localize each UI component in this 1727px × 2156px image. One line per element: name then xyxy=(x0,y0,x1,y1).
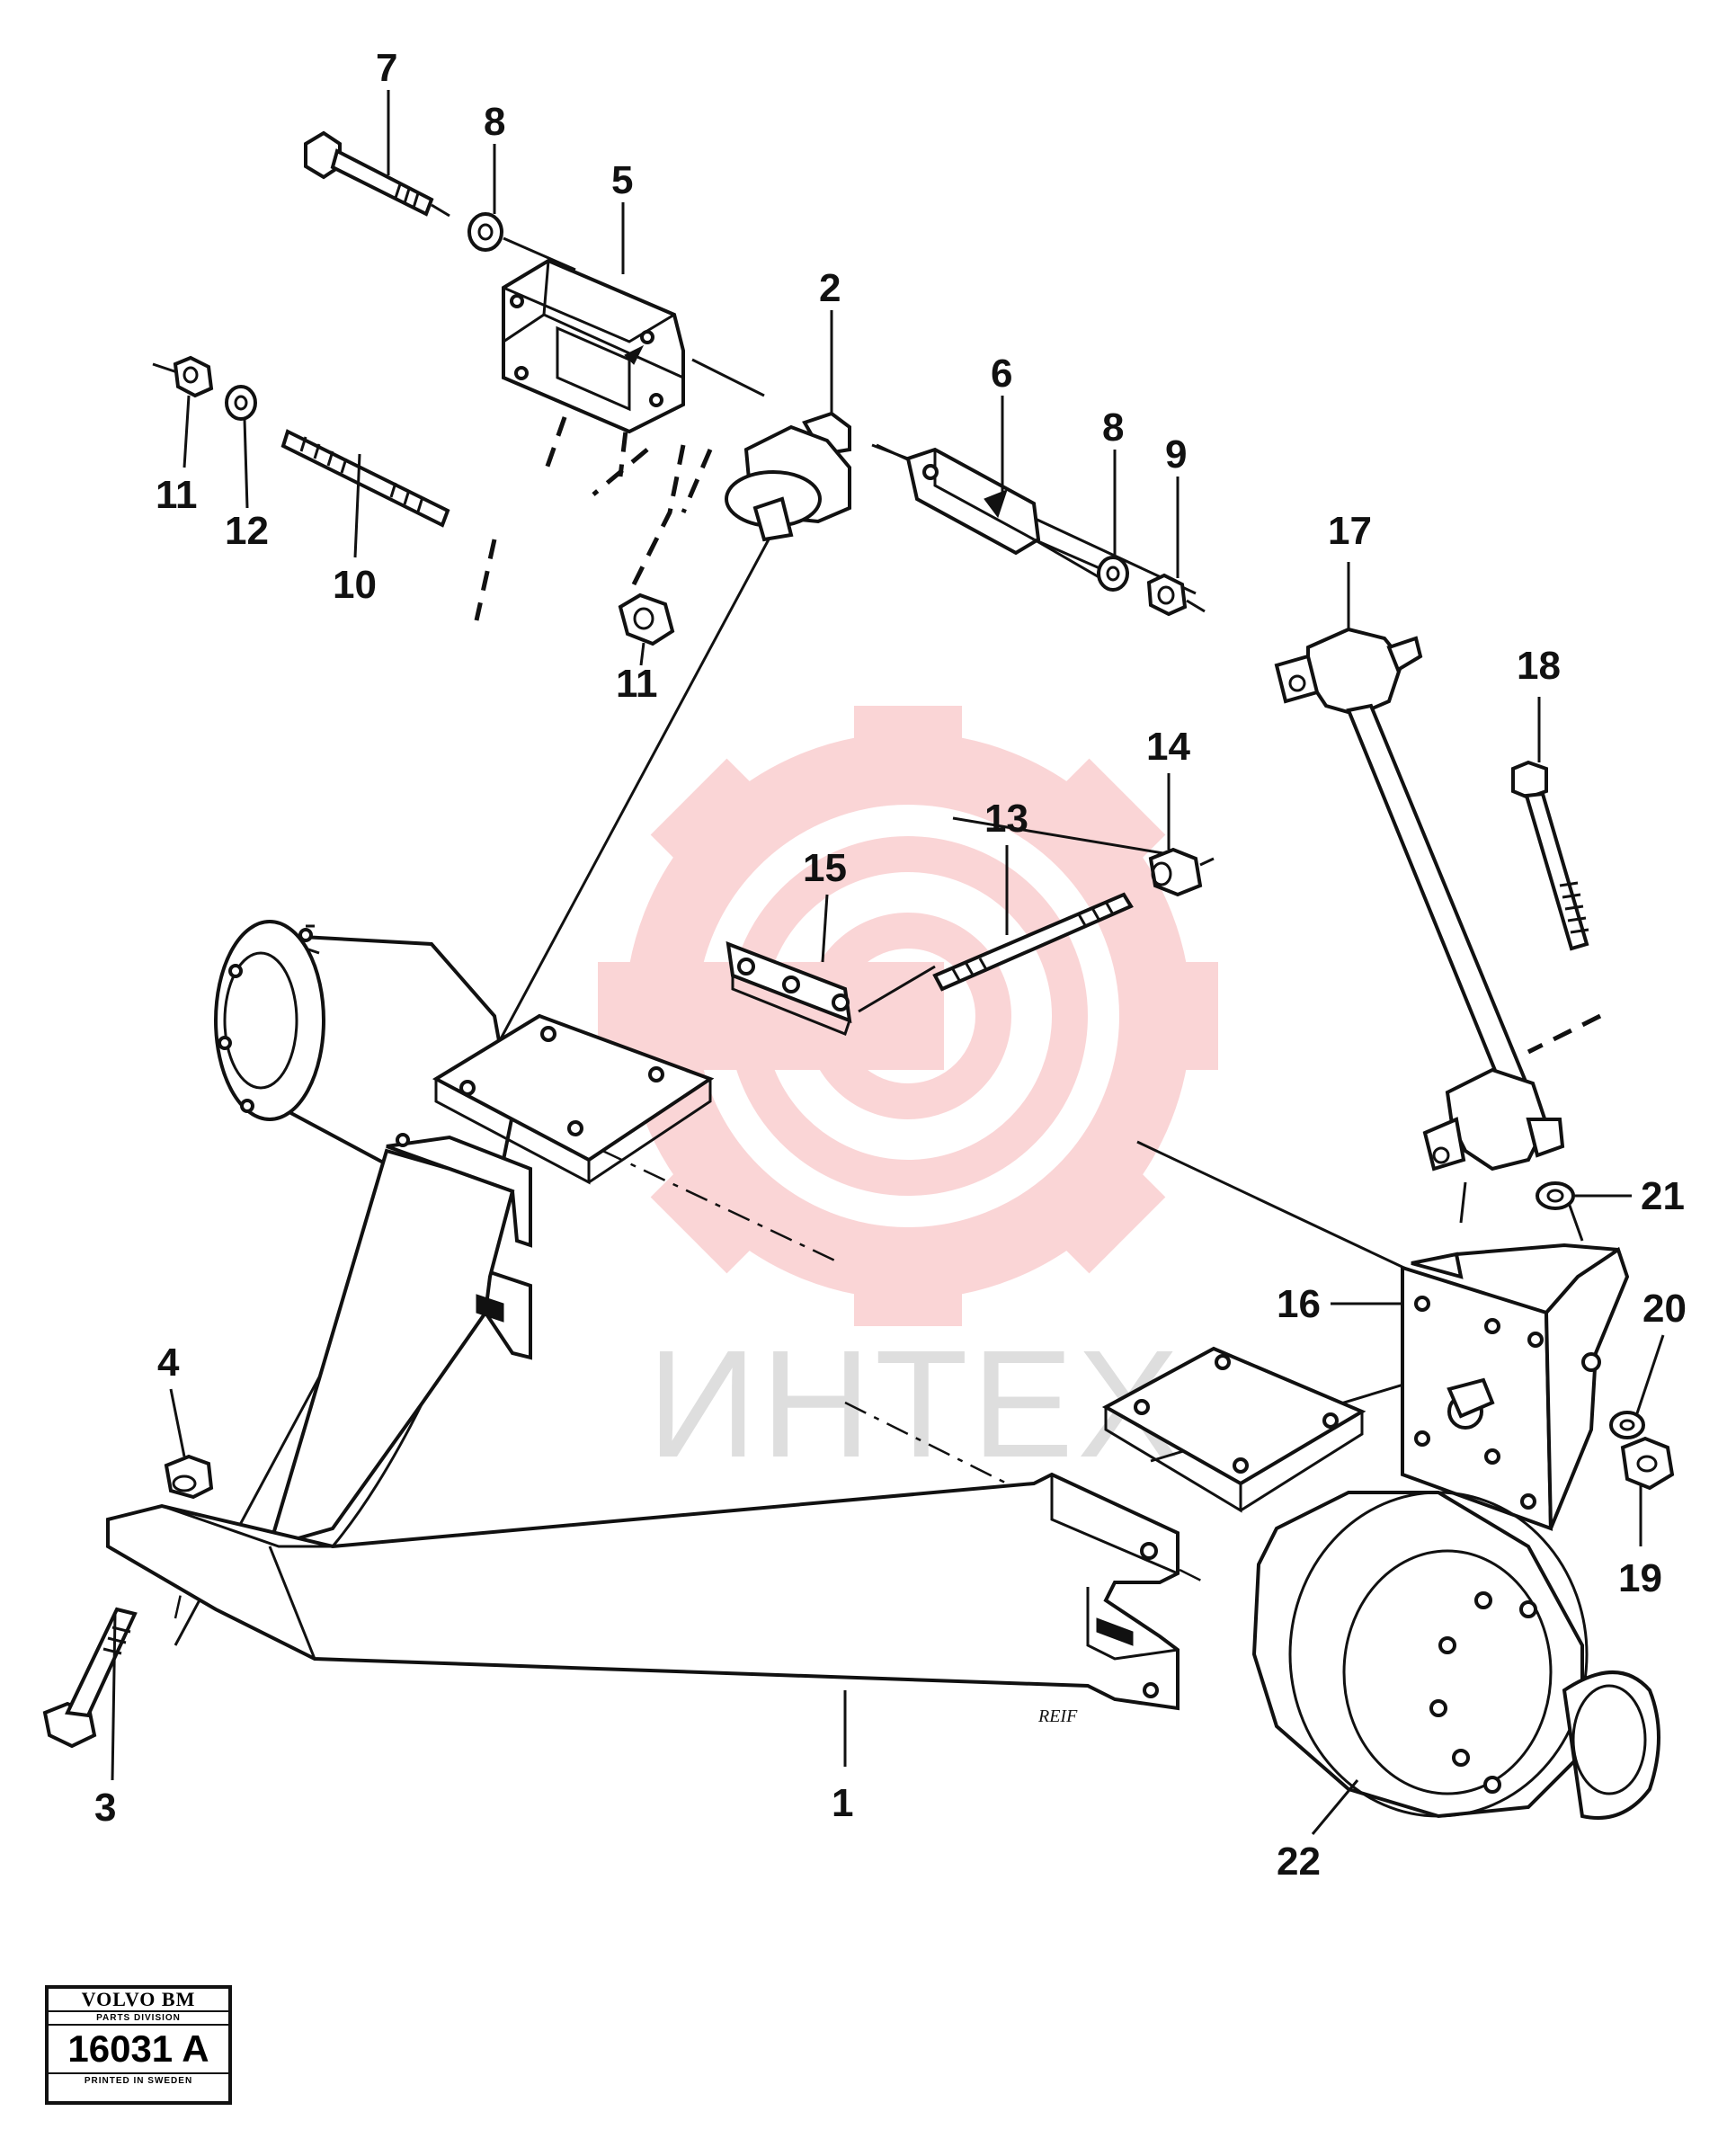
clamp-6-axis-left xyxy=(871,443,909,460)
callout-11-bottom: 11 xyxy=(616,662,658,706)
brake-drum-left xyxy=(214,920,515,1167)
title-block-stamp: VOLVO BM PARTS DIVISION 16031 A PRINTED … xyxy=(45,1985,232,2105)
callout-9: 9 xyxy=(1165,432,1187,477)
block-5-axis xyxy=(691,358,765,397)
washer-21 xyxy=(1536,1181,1575,1210)
callout-12: 12 xyxy=(225,509,269,553)
callout-19: 19 xyxy=(1618,1556,1662,1600)
rod-end-assembly-line xyxy=(1459,1181,1467,1224)
hidden-line-18 xyxy=(1527,1013,1602,1055)
nut-4 xyxy=(164,1454,214,1500)
callout-11-left: 11 xyxy=(156,473,198,517)
washer-20 xyxy=(1609,1411,1645,1439)
nut-11-bottom xyxy=(618,592,675,646)
callout-13: 13 xyxy=(984,797,1028,841)
callout-3: 3 xyxy=(94,1786,116,1830)
callout-15: 15 xyxy=(803,846,847,890)
torque-rod-17 xyxy=(1274,627,1565,1172)
callout-7: 7 xyxy=(376,46,397,90)
hidden-line-10 xyxy=(474,448,713,621)
stud-assembly-line xyxy=(952,816,1197,860)
stamp-brand: VOLVO BM xyxy=(49,1989,228,2012)
artist-signature: REIF xyxy=(1037,1706,1078,1726)
callout-14: 14 xyxy=(1146,725,1190,769)
callout-10: 10 xyxy=(333,563,377,607)
callout-2: 2 xyxy=(819,266,841,310)
nut-19 xyxy=(1620,1436,1675,1491)
callout-16: 16 xyxy=(1277,1282,1321,1326)
bracket-block-5 xyxy=(502,258,685,434)
clamp-6-axis-right xyxy=(1033,538,1107,573)
washer-12 xyxy=(225,385,257,421)
washer-8-right xyxy=(1097,556,1129,592)
stamp-drawing-number: 16031 A xyxy=(49,2026,228,2074)
watermark-gear-icon xyxy=(598,706,1218,1326)
spring-seat-right xyxy=(1101,1346,1366,1513)
nut-9-axis xyxy=(1186,599,1206,613)
plate-assembly-line xyxy=(858,965,936,1013)
clamp-6 xyxy=(905,447,1041,556)
callout-8-top: 8 xyxy=(484,100,505,144)
callout-17: 17 xyxy=(1328,509,1372,553)
stud-10 xyxy=(280,429,450,528)
callout-6: 6 xyxy=(991,352,1012,396)
nut-14-axis xyxy=(1199,857,1215,867)
plate-15 xyxy=(726,940,852,1036)
bracket-16 xyxy=(1401,1243,1630,1531)
watermark-text: ИНТЕХ xyxy=(647,1319,1183,1490)
bolt-3 xyxy=(42,1607,138,1749)
callout-5: 5 xyxy=(611,158,633,202)
nut-11-left xyxy=(173,355,214,398)
nut-14 xyxy=(1148,847,1203,897)
callout-20: 20 xyxy=(1642,1287,1687,1331)
washer-21-axis xyxy=(1567,1202,1584,1242)
nut-9 xyxy=(1146,573,1188,617)
wheel-studs xyxy=(1429,1591,1537,1794)
bolt-7-axis xyxy=(503,236,576,272)
callout-4: 4 xyxy=(157,1341,180,1385)
callout-21: 21 xyxy=(1641,1174,1685,1218)
stamp-printed: PRINTED IN SWEDEN xyxy=(84,2076,193,2086)
brake-drum-22 xyxy=(1251,1491,1660,1820)
rubber-pivot-2 xyxy=(725,411,851,542)
washer-8-top xyxy=(467,212,503,252)
bolt-18 xyxy=(1511,760,1589,951)
hidden-line-11 xyxy=(627,444,686,595)
spring-seat-left xyxy=(432,1013,715,1185)
stamp-division: PARTS DIVISION xyxy=(49,2012,228,2026)
a-frame-1 xyxy=(106,1133,1180,1711)
callout-22: 22 xyxy=(1277,1840,1321,1884)
bolt-7 xyxy=(304,130,450,218)
callout-leaders xyxy=(111,90,1665,1835)
callout-1: 1 xyxy=(832,1781,853,1825)
callout-18: 18 xyxy=(1517,644,1561,688)
callout-8-right: 8 xyxy=(1102,405,1124,450)
stud-13 xyxy=(932,892,1134,992)
